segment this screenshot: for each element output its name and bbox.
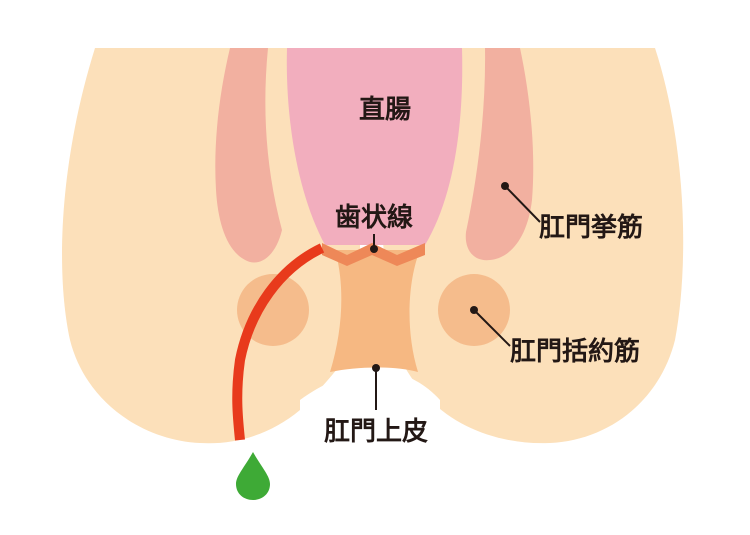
- dentate-line-band: [322, 243, 425, 266]
- left-buttock: [62, 48, 361, 444]
- rectum: [286, 48, 463, 245]
- left-levator-ani: [215, 48, 282, 263]
- anal-sphincter-leader: [473, 309, 511, 347]
- levator-ani-leader: [504, 185, 541, 223]
- dentate-line-marker: [370, 245, 378, 253]
- label-anal-sphincter: 肛門括約筋: [510, 336, 640, 367]
- label-anoderm: 肛門上皮: [324, 417, 428, 447]
- right-levator-ani: [465, 48, 534, 261]
- anal-canal: [330, 250, 420, 372]
- label-levator-ani: 肛門挙筋: [539, 212, 643, 243]
- pus-drop-icon: [236, 452, 270, 500]
- label-rectum: 直腸: [359, 95, 411, 125]
- left-anal-sphincter: [237, 274, 309, 346]
- fistula-tract: [232, 243, 325, 441]
- label-dentate-line: 歯状線: [335, 202, 413, 233]
- anal-opening: [300, 370, 440, 420]
